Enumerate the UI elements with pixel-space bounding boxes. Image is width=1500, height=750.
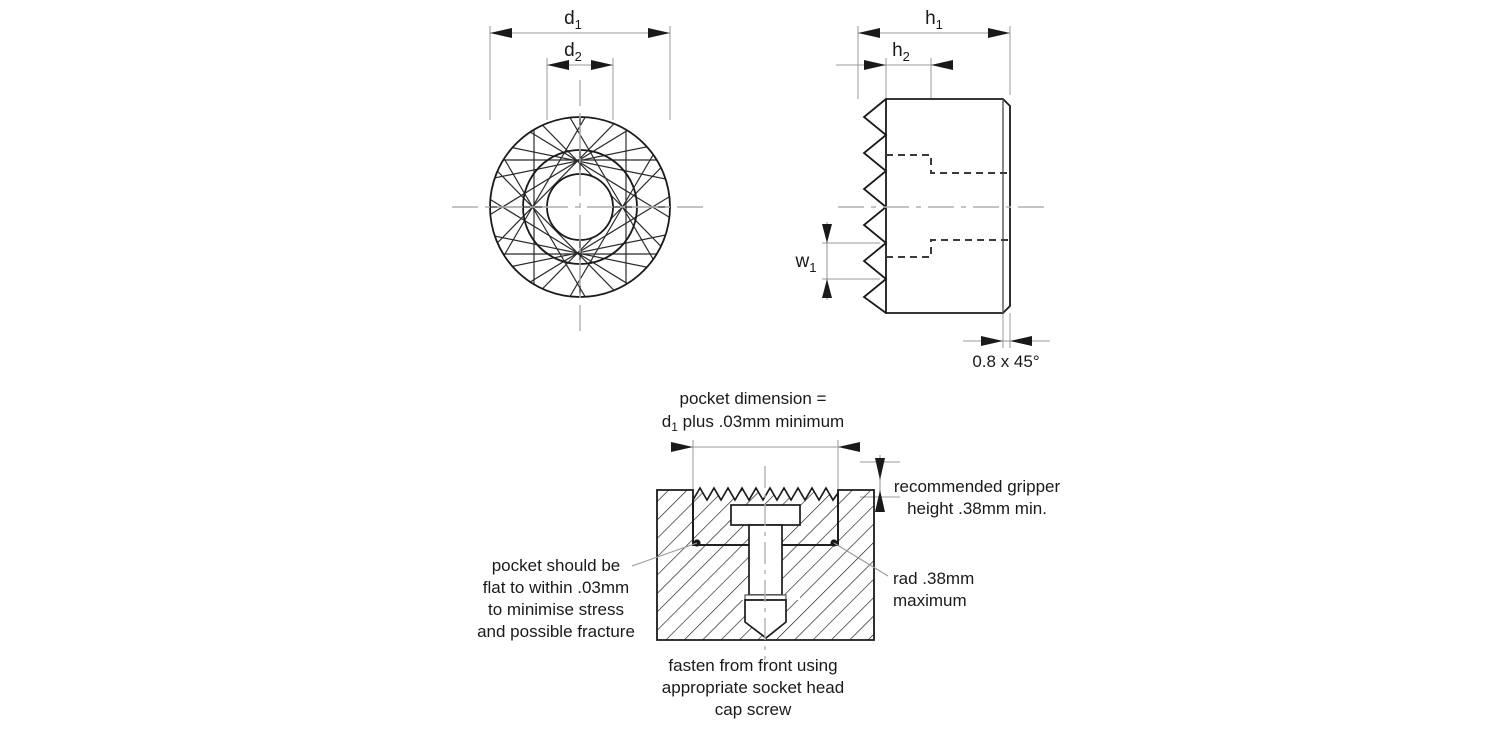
radius-note-line1: rad .38mm (893, 569, 974, 588)
pocket-flatness-note: pocket should be flat to within .03mm to… (477, 556, 635, 641)
leader-line-radius (833, 542, 889, 577)
dimension-h1-label: h1 (925, 8, 943, 32)
dimension-d1: d1 (490, 8, 670, 38)
front-view-extension-lines (489, 26, 671, 120)
front-view: d1 d2 (452, 8, 708, 334)
dimension-d2: d2 (547, 40, 613, 70)
chamfer-callout-label: 0.8 x 45° (972, 352, 1039, 371)
dimension-w1: w1 (795, 222, 880, 300)
pocket-flatness-line2: flat to within .03mm (483, 578, 629, 597)
gripper-height-note-line2: height .38mm min. (907, 499, 1047, 518)
dimension-gripper-height: recommended gripper height .38mm min. (875, 455, 1060, 518)
pocket-dimension-note-line2: d1 plus .03mm minimum (662, 412, 844, 434)
serration-profile (862, 98, 888, 314)
dimension-pocket-width (671, 442, 860, 452)
leader-line-pocket-flatness (631, 542, 698, 567)
side-view: h1 h2 (795, 8, 1050, 371)
pocket-flatness-line1: pocket should be (492, 556, 621, 575)
chamfer-callout: 0.8 x 45° (963, 336, 1050, 371)
dimension-h2: h2 (836, 40, 953, 70)
fastening-note-line2: appropriate socket head (662, 678, 844, 697)
section-view: pocket dimension = d1 plus .03mm minimum… (477, 389, 1060, 719)
radius-note-line2: maximum (893, 591, 967, 610)
hidden-bore-lines (886, 154, 1010, 258)
gripper-height-note-line1: recommended gripper (894, 477, 1061, 496)
pocket-flatness-line3: to minimise stress (488, 600, 624, 619)
fastening-note: fasten from front using appropriate sock… (662, 656, 844, 719)
dimension-h2-label: h2 (892, 40, 910, 64)
dimension-d1-label: d1 (564, 8, 582, 32)
dimension-h1: h1 (858, 8, 1010, 38)
fastening-note-line1: fasten from front using (668, 656, 837, 675)
front-view-center-lines (452, 80, 708, 334)
pocket-flatness-line4: and possible fracture (477, 622, 635, 641)
pocket-dimension-note-line1: pocket dimension = (680, 389, 827, 408)
dimension-w1-label: w1 (795, 251, 817, 275)
side-view-body-outline (885, 98, 1011, 314)
dimension-d2-label: d2 (564, 40, 582, 64)
fastening-note-line3: cap screw (715, 700, 792, 719)
radius-note: rad .38mm maximum (893, 569, 974, 610)
